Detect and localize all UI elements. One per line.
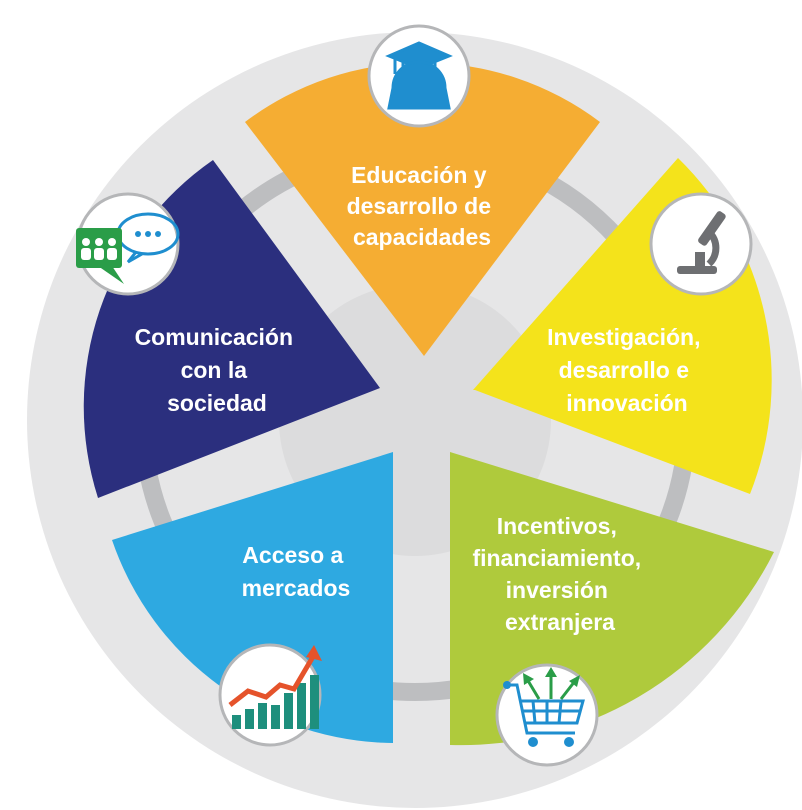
label-line: Incentivos,: [497, 513, 617, 539]
label-line: desarrollo e: [559, 357, 689, 383]
label-line: Educación y: [351, 162, 487, 188]
segment-acceso: [112, 452, 393, 743]
label-line: Investigación,: [547, 324, 700, 350]
label-educacion: Educación y desarrollo de capacidades: [347, 162, 498, 250]
label-line: con la: [181, 357, 248, 383]
label-acceso: Acceso a mercados: [242, 542, 351, 601]
label-incentivos: Incentivos, financiamiento, inversión ex…: [472, 513, 647, 635]
growth-chart-icon: [218, 643, 322, 747]
microscope-icon: [649, 192, 753, 296]
chat-group-icon: [76, 192, 180, 296]
label-line: financiamiento,: [472, 545, 641, 571]
label-line: inversión: [506, 577, 608, 603]
shopping-cart-icon: [495, 663, 599, 767]
graduate-icon: [367, 24, 471, 128]
label-line: desarrollo de: [347, 193, 491, 219]
label-line: mercados: [242, 575, 351, 601]
label-line: innovación: [566, 390, 687, 416]
label-line: Acceso a: [242, 542, 343, 568]
label-investigacion: Investigación, desarrollo e innovación: [547, 324, 707, 416]
label-line: extranjera: [505, 609, 615, 635]
label-line: Comunicación: [135, 324, 293, 350]
label-comunicacion: Comunicación con la sociedad: [135, 324, 300, 416]
label-line: sociedad: [167, 390, 267, 416]
segment-educacion: [245, 62, 600, 357]
label-line: capacidades: [353, 224, 491, 250]
